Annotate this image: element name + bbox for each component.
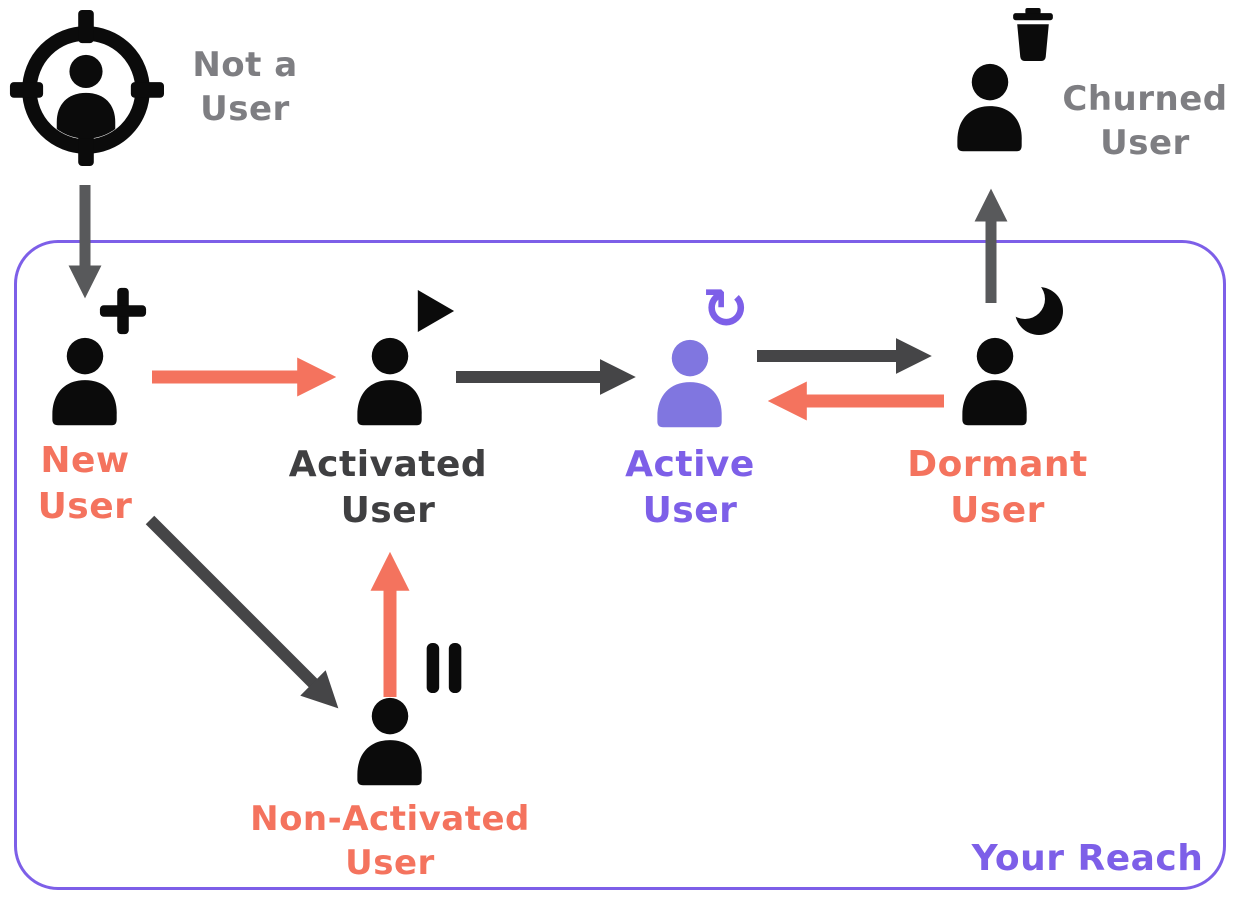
plus-icon [99, 287, 147, 335]
your-reach-label: Your Reach [971, 838, 1204, 879]
trash-icon [1013, 8, 1053, 61]
person-icon [37, 332, 133, 432]
target-icon [9, 10, 164, 166]
active-user-label: Active User [625, 444, 755, 532]
person-icon [947, 332, 1043, 432]
person-icon [642, 334, 738, 434]
person-icon [342, 692, 438, 792]
person-icon [342, 332, 438, 432]
activated-user-label: Activated User [288, 444, 488, 532]
reach-boundary-box [14, 240, 1226, 890]
new-user-label: New User [37, 440, 133, 528]
not-a-user-label: Not a User [192, 45, 298, 129]
churned-user-label: Churned User [1062, 79, 1228, 163]
pause-icon [426, 642, 462, 694]
moon-icon [1012, 284, 1063, 335]
play-icon [417, 290, 455, 332]
person-icon [942, 58, 1038, 158]
refresh-icon: ↻ [702, 277, 749, 342]
dormant-user-label: Dormant User [907, 444, 1088, 532]
non-activated-user-label: Non-Activated User [250, 799, 530, 883]
